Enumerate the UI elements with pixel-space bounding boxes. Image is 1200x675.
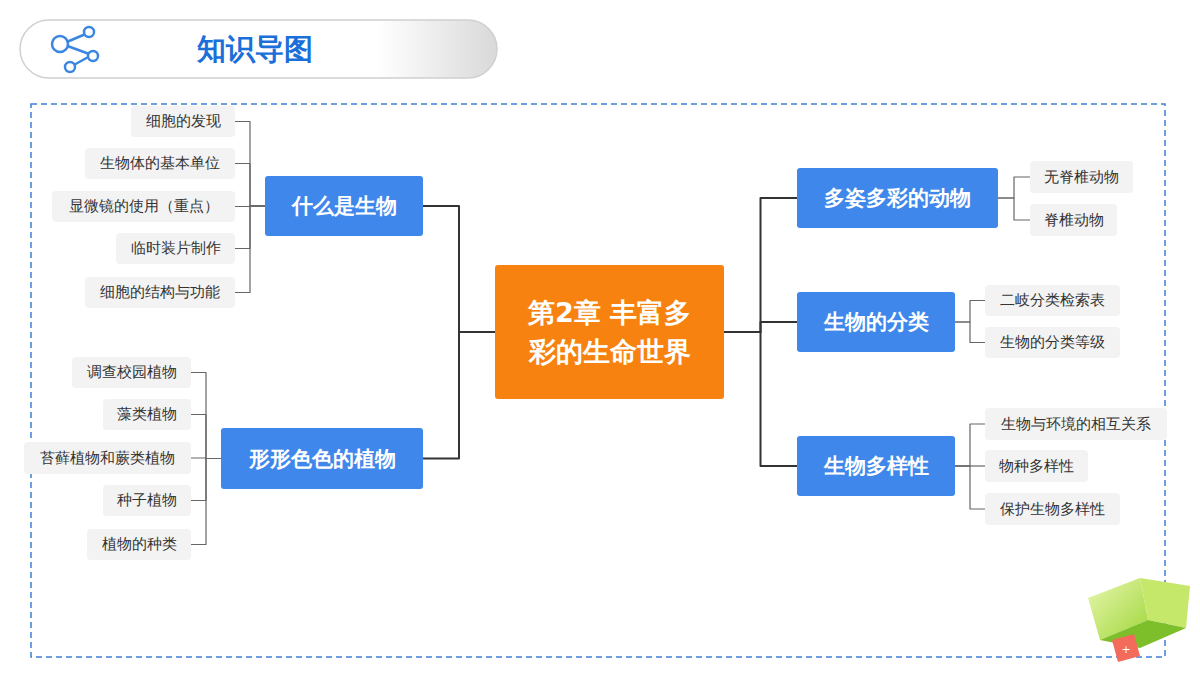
leaf-topic: 植物的种类: [87, 529, 191, 560]
plus-mark: +: [1121, 643, 1130, 656]
central-topic: 第2章 丰富多彩的生命世界: [495, 265, 724, 399]
bracket-connector: [191, 415, 221, 459]
topic-label: 细胞的发现: [146, 112, 221, 131]
leaf-topic: 苔藓植物和蕨类植物: [24, 442, 191, 474]
topic-label: 生物多样性: [824, 452, 929, 480]
bracket-connector: [191, 459, 221, 545]
trunk-connector: [423, 332, 495, 459]
branch-topic: 形形色色的植物: [221, 428, 423, 489]
topic-label: 显微镜的使用（重点）: [69, 197, 219, 216]
topic-label: 调查校园植物: [87, 363, 177, 382]
leaf-topic: 保护生物多样性: [985, 493, 1120, 525]
bracket-connector: [235, 122, 265, 207]
bracket-connector: [955, 424, 985, 466]
trunk-connector: [423, 206, 495, 332]
topic-label: 植物的种类: [102, 535, 177, 554]
leaf-topic: 生物体的基本单位: [85, 148, 235, 179]
leaf-topic: 细胞的结构与功能: [85, 277, 235, 308]
leaf-topic: 物种多样性: [985, 450, 1088, 482]
topic-label: 多姿多彩的动物: [824, 184, 971, 212]
leaf-topic: 藻类植物: [103, 399, 191, 430]
book-illustration: +: [1088, 578, 1190, 662]
leaf-topic: 二岐分类检索表: [985, 285, 1120, 316]
branch-topic: 生物的分类: [797, 292, 955, 352]
branch-topic: 多姿多彩的动物: [797, 168, 998, 228]
topic-label: 无脊椎动物: [1044, 168, 1119, 187]
leaf-topic: 脊椎动物: [1030, 204, 1117, 236]
leaf-topic: 调查校园植物: [72, 357, 191, 388]
molecule-icon: [52, 27, 98, 72]
header-title: 知识导图: [150, 28, 360, 72]
branch-topic: 什么是生物: [265, 176, 423, 236]
branch-topic: 生物多样性: [797, 436, 955, 496]
topic-label: 种子植物: [117, 491, 177, 510]
topic-label: 保护生物多样性: [1000, 500, 1105, 519]
topic-label: 生物与环境的相互关系: [1001, 415, 1151, 434]
leaf-topic: 显微镜的使用（重点）: [52, 191, 235, 222]
bracket-connector: [955, 301, 985, 323]
topic-label: 物种多样性: [999, 457, 1074, 476]
topic-label: 临时装片制作: [131, 239, 221, 258]
topic-label: 苔藓植物和蕨类植物: [40, 449, 175, 468]
bracket-connector: [191, 373, 221, 459]
leaf-topic: 种子植物: [103, 485, 191, 516]
trunk-connector: [724, 332, 797, 466]
topic-label: 生物的分类等级: [1000, 333, 1105, 352]
topic-label: 第2章 丰富多彩的生命世界: [520, 293, 699, 371]
topic-label: 形形色色的植物: [249, 445, 396, 473]
bracket-connector: [235, 206, 265, 293]
topic-label: 生物体的基本单位: [100, 154, 220, 173]
topic-label: 藻类植物: [117, 405, 177, 424]
topic-label: 脊椎动物: [1044, 211, 1104, 230]
leaf-topic: 生物的分类等级: [985, 327, 1120, 358]
topic-label: 二岐分类检索表: [1000, 291, 1105, 310]
bracket-connector: [955, 322, 985, 343]
topic-label: 什么是生物: [292, 192, 397, 220]
leaf-topic: 无脊椎动物: [1030, 161, 1133, 193]
leaf-topic: 临时装片制作: [116, 233, 235, 264]
bracket-connector: [998, 198, 1030, 220]
bracket-connector: [998, 177, 1030, 198]
leaf-topic: 细胞的发现: [131, 106, 235, 137]
trunk-connector: [724, 198, 797, 332]
topic-label: 细胞的结构与功能: [100, 283, 220, 302]
header-pill: [20, 20, 497, 78]
leaf-topic: 生物与环境的相互关系: [985, 408, 1167, 440]
bracket-connector: [235, 164, 265, 207]
trunk-connector: [724, 322, 797, 332]
dashed-frame: [31, 104, 1165, 657]
bracket-connector: [955, 466, 985, 509]
topic-label: 生物的分类: [824, 308, 929, 336]
